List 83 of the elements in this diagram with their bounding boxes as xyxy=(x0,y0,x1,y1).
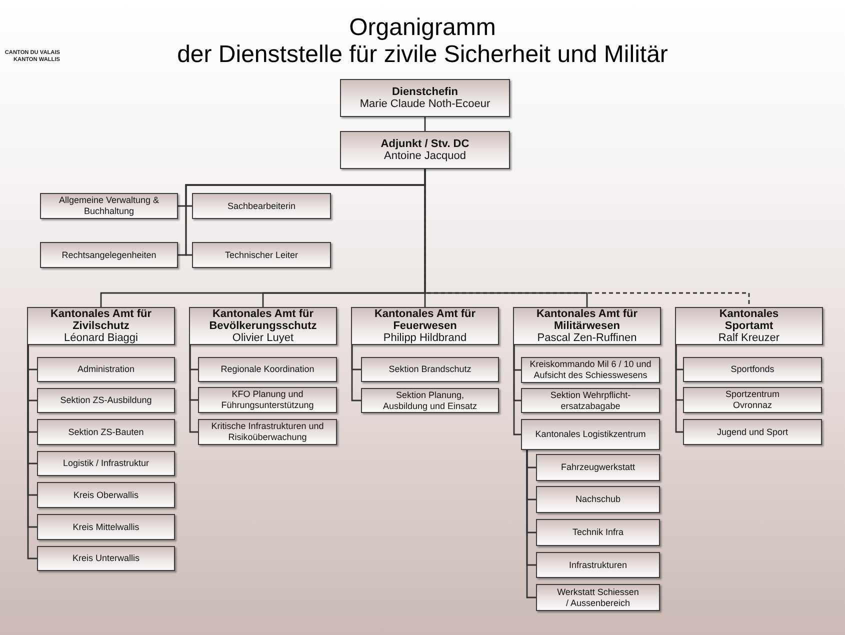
unit-box xyxy=(536,486,660,513)
unit-box xyxy=(37,546,175,571)
unit-box xyxy=(37,388,175,413)
position-box xyxy=(513,307,661,345)
unit-box xyxy=(37,419,175,445)
position-box xyxy=(27,307,175,345)
unit-name: Kreiskommando Mil 6 / 10 und Aufsicht des Schiesswesens xyxy=(528,359,652,381)
unit-name: Sportzentrum Ovronnaz xyxy=(724,389,781,411)
title: Organigramm der Dienststelle für zivile Sicherheit und Militär xyxy=(177,14,668,68)
unit-box xyxy=(683,387,822,413)
connector-line xyxy=(675,345,683,433)
unit-name: Sektion ZS-Ausbildung xyxy=(60,395,152,406)
connector-line xyxy=(189,345,198,433)
unit-name: Administration xyxy=(77,364,135,375)
unit-name: Sektion Planung, Ausbildung und Einsatz xyxy=(382,390,478,412)
unit-box xyxy=(536,552,660,578)
unit-name: Werkstatt Schiessen / Aussenbereich xyxy=(556,586,640,608)
unit-box xyxy=(521,357,660,383)
unit-box xyxy=(192,193,331,219)
unit-name: Fahrzeugwerkstatt xyxy=(560,462,636,473)
position-title: Dienstchefin xyxy=(392,86,458,98)
position-box xyxy=(340,131,510,169)
unit-name: Technischer Leiter xyxy=(224,250,298,260)
unit-box xyxy=(37,514,175,540)
unit-name: Kreis Mittelwallis xyxy=(72,522,140,532)
position-title: Kantonales Amt für Feuerwesen xyxy=(373,308,477,332)
unit-name: Sportfonds xyxy=(730,364,774,375)
unit-box xyxy=(683,419,822,445)
unit-box xyxy=(521,419,660,450)
unit-name: KFO Planung und Führungsunterstützung xyxy=(220,389,315,411)
position-box xyxy=(351,307,499,345)
unit-box xyxy=(521,388,660,413)
unit-name: Kreis Unterwallis xyxy=(72,553,140,564)
position-title: Kantonales Amt für Zivilschutz xyxy=(49,308,153,332)
unit-box xyxy=(192,242,331,268)
unit-name: Logistik / Infrastruktur xyxy=(62,458,150,469)
unit-box xyxy=(361,357,499,382)
unit-name: Kantonales Logistikzentrum xyxy=(535,429,646,440)
position-title: Adjunkt / Stv. DC xyxy=(380,138,470,150)
person-name: Marie Claude Noth-Ecoeur xyxy=(360,98,490,110)
unit-box xyxy=(536,584,660,611)
unit-name: Jugend und Sport xyxy=(716,426,788,438)
unit-name: Sachbearbeiterin xyxy=(227,200,296,212)
unit-name: Allgemeine Verwaltung & Buchhaltung xyxy=(58,195,160,217)
connector-line xyxy=(513,345,521,436)
position-title: Kantonales Amt für Militärwesen xyxy=(535,308,639,332)
unit-box xyxy=(37,482,175,508)
unit-box xyxy=(37,357,175,382)
person-name: Philipp Hildbrand xyxy=(383,332,467,344)
position-box xyxy=(189,307,337,345)
unit-name: Regionale Koordination xyxy=(220,364,314,375)
unit-name: Sektion Brandschutz xyxy=(388,364,472,375)
unit-box xyxy=(40,193,178,219)
unit-name: Rechtsangelegenheiten xyxy=(62,250,156,260)
unit-name: Kritische Infrastrukturen und Risikoüberwachung xyxy=(210,421,325,443)
position-title: Kantonales Amt für Bevölkerungsschutz xyxy=(208,308,318,332)
person-name: Ralf Kreuzer xyxy=(718,332,780,344)
unit-box xyxy=(198,419,337,445)
person-name: Pascal Zen-Ruffinen xyxy=(537,332,637,344)
connector-line xyxy=(424,117,426,131)
unit-box xyxy=(198,357,337,382)
position-title: Kantonales Sportamt xyxy=(718,308,780,332)
unit-name: Kreis Oberwallis xyxy=(73,490,139,500)
connector-line xyxy=(351,345,361,402)
unit-box xyxy=(361,388,499,413)
position-box xyxy=(675,307,823,345)
person-name: Olivier Luyet xyxy=(232,332,294,344)
unit-box xyxy=(536,519,660,546)
unit-box xyxy=(37,451,175,476)
connector-line xyxy=(424,169,588,307)
unit-box xyxy=(683,357,822,382)
unit-box xyxy=(536,454,660,481)
position-box xyxy=(340,79,510,117)
connector-line xyxy=(526,450,536,598)
unit-name: Nachschub xyxy=(575,494,621,505)
unit-name: Technik Infra xyxy=(572,527,624,538)
unit-box xyxy=(198,387,337,413)
unit-name: Sektion ZS-Bauten xyxy=(68,426,144,438)
unit-name: Infrastrukturen xyxy=(568,560,628,570)
person-name: Léonard Biaggi xyxy=(64,332,138,344)
unit-name: Sektion Wehrpflicht- ersatzabagabe xyxy=(549,390,632,412)
person-name: Antoine Jacquod xyxy=(384,150,466,162)
unit-box xyxy=(40,242,178,268)
